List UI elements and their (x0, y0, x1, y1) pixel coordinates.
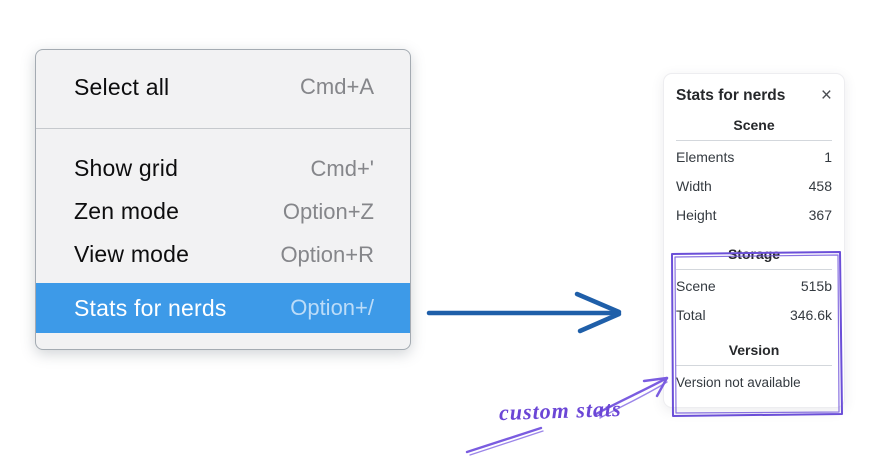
stat-value: 346.6k (789, 307, 832, 323)
menu-item-label: View mode (74, 241, 190, 267)
menu-item-label: Select all (74, 73, 170, 100)
menu-item-shortcut: Option+Z (282, 198, 374, 224)
annotation-arrow-tail (465, 426, 544, 456)
stats-row-elements: Elements 1 (676, 143, 832, 172)
stats-row-width: Width 458 (676, 172, 832, 201)
stats-row-height: Height 367 (676, 201, 832, 230)
stat-value: 367 (808, 207, 832, 223)
stat-label: Scene (676, 278, 716, 294)
stat-value: 1 (824, 149, 832, 165)
stats-panel: Stats for nerds × Scene Elements 1 Width… (663, 73, 845, 408)
section-divider (676, 269, 832, 270)
section-divider (676, 365, 832, 366)
menu-item-stats-for-nerds[interactable]: Stats for nerds Option+/ (36, 283, 410, 333)
menu-item-shortcut: Option+R (280, 241, 374, 267)
stats-section-scene: Scene Elements 1 Width 458 Height 367 (676, 115, 832, 230)
stats-row-scene-size: Scene 515b (676, 272, 832, 301)
stat-value: 458 (808, 178, 832, 194)
stat-label: Width (676, 178, 712, 194)
menu-divider (36, 128, 410, 129)
stats-section-heading: Version (728, 342, 780, 358)
stat-value: 515b (800, 278, 832, 294)
menu-section-top: Select all Cmd+A (36, 50, 410, 128)
stats-panel-title: Stats for nerds (676, 87, 786, 104)
menu-item-show-grid[interactable]: Show grid Cmd+' (36, 147, 410, 190)
stats-row-total-size: Total 346.6k (676, 301, 832, 330)
stats-section-storage: Storage Scene 515b Total 346.6k (676, 244, 832, 330)
menu-item-label: Stats for nerds (74, 294, 227, 321)
menu-item-shortcut: Option+/ (290, 295, 374, 320)
menu-item-view-mode[interactable]: View mode Option+R (36, 233, 410, 276)
menu-item-label: Show grid (74, 155, 179, 181)
arrow-menu-to-panel (426, 291, 622, 334)
section-divider (676, 140, 832, 141)
stats-section-version: Version Version not available (676, 340, 832, 393)
menu-item-shortcut: Cmd+A (300, 74, 374, 99)
stat-label: Height (676, 207, 717, 223)
stats-panel-header: Stats for nerds × (676, 85, 832, 106)
menu-item-shortcut: Cmd+' (310, 155, 375, 181)
menu-item-label: Zen mode (74, 198, 180, 224)
stats-section-heading: Storage (727, 246, 781, 262)
stat-label: Elements (676, 149, 735, 165)
menu-item-zen-mode[interactable]: Zen mode Option+Z (36, 190, 410, 233)
stat-label: Total (676, 307, 706, 323)
close-icon[interactable]: × (820, 85, 832, 106)
menu-section-bottom: Show grid Cmd+' Zen mode Option+Z View m… (36, 129, 410, 349)
annotation-label: custom stats (498, 395, 623, 426)
version-note: Version not available (676, 375, 801, 390)
context-menu: Select all Cmd+A Show grid Cmd+' Zen mod… (35, 49, 411, 350)
menu-item-select-all[interactable]: Select all Cmd+A (36, 60, 410, 114)
stats-section-heading: Scene (733, 117, 775, 133)
